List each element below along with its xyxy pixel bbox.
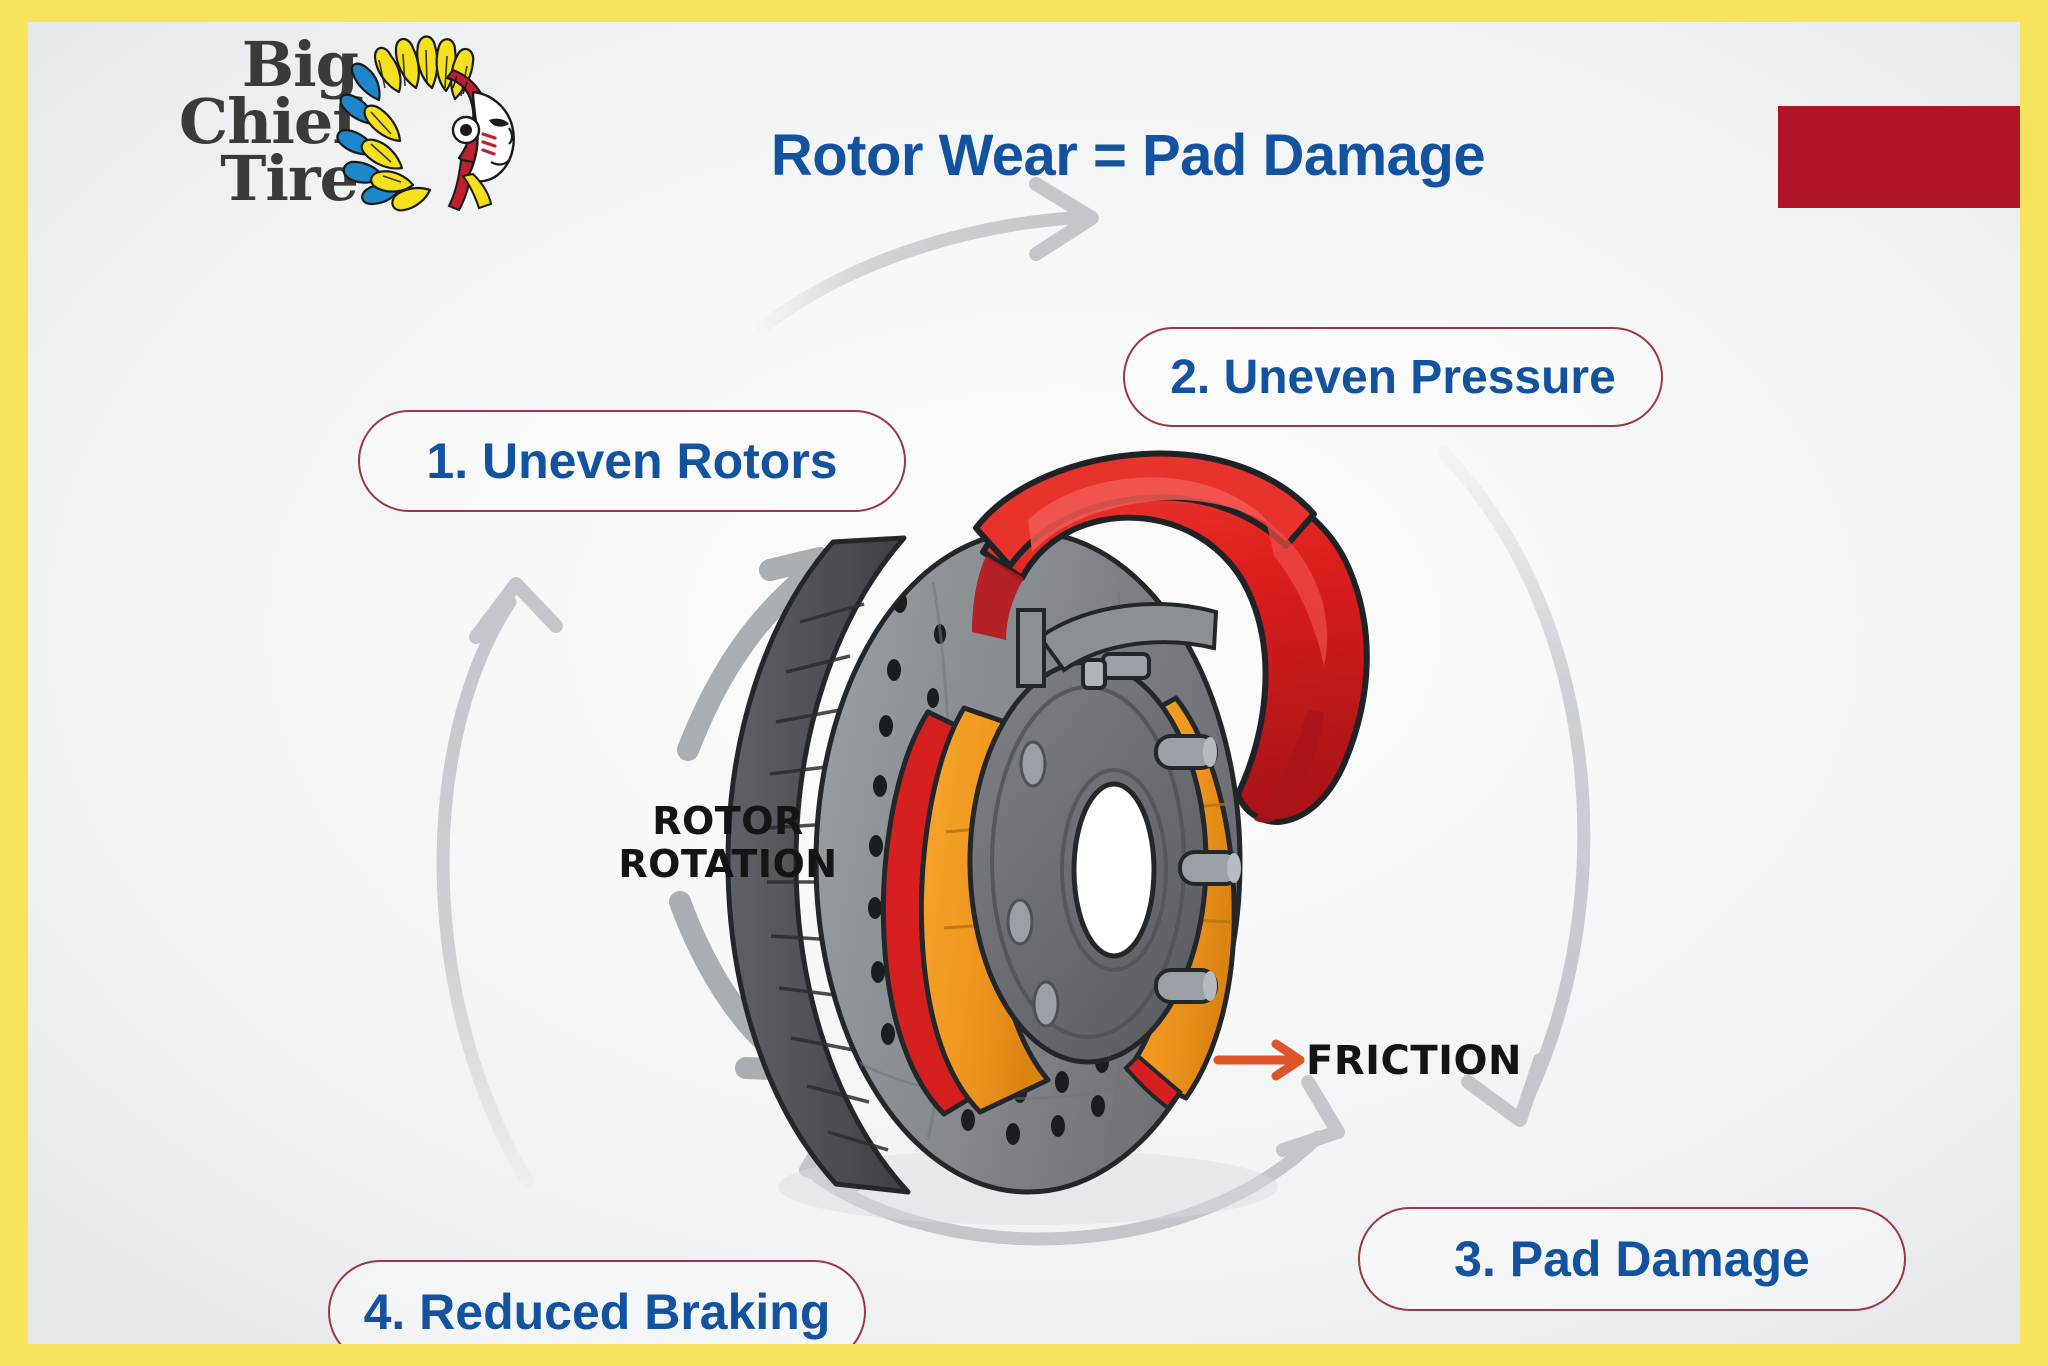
rotor-rotation-line-2: ROTATION	[618, 841, 838, 886]
rotor-drill-holes	[868, 591, 1166, 1145]
caliper-bracket	[1016, 602, 1219, 690]
rotor-shadow	[778, 1149, 1278, 1225]
step-pill-4[interactable]: 4. Reduced Braking	[328, 1260, 866, 1344]
friction-label: FRICTION	[1306, 1038, 1523, 1084]
brand-logo-line-3: Tire	[220, 142, 359, 216]
rotor-rotation-arrow-upper	[677, 547, 831, 761]
step-pill-1[interactable]: 1. Uneven Rotors	[358, 410, 906, 512]
accent-block	[1778, 106, 2020, 208]
rotor-rotation-label: ROTOR ROTATION	[608, 800, 848, 885]
brand-logo-line-2: Chief	[178, 85, 359, 159]
cycle-arrow-3-to-4	[799, 1075, 1345, 1246]
step-pill-3[interactable]: 3. Pad Damage	[1358, 1207, 1906, 1311]
step-pill-2[interactable]: 2. Uneven Pressure	[1123, 327, 1663, 427]
brake-caliper	[972, 450, 1370, 825]
cycle-arrow-2-to-3	[1436, 445, 1591, 1127]
wheel-hub	[967, 659, 1209, 1065]
brand-logo: Big Chief Tire	[118, 30, 538, 230]
page-title: Rotor Wear = Pad Damage	[770, 123, 1486, 188]
rotor-disc-face	[813, 529, 1243, 1195]
rotor-rotation-line-1: ROTOR	[652, 799, 804, 843]
brake-pad-outer	[1119, 695, 1237, 1111]
hub-center-bore	[1071, 781, 1157, 959]
cycle-arrow-1-to-2	[756, 177, 1099, 334]
brand-logo-line-1: Big	[241, 28, 359, 101]
native-chief-headdress-icon	[336, 35, 515, 212]
rotor-rotation-arrow-lower	[669, 891, 811, 1081]
brand-logo-wordmark: Big Chief Tire	[118, 28, 359, 216]
cycle-arrow-4-to-1	[436, 577, 563, 1189]
hub-lug-holes	[1006, 740, 1060, 1028]
slide-canvas: Big Chief Tire	[28, 22, 2020, 1344]
lug-bolts	[1154, 734, 1242, 1004]
brake-pad-inner	[880, 705, 1051, 1117]
friction-arrow-icon	[1213, 1039, 1305, 1081]
